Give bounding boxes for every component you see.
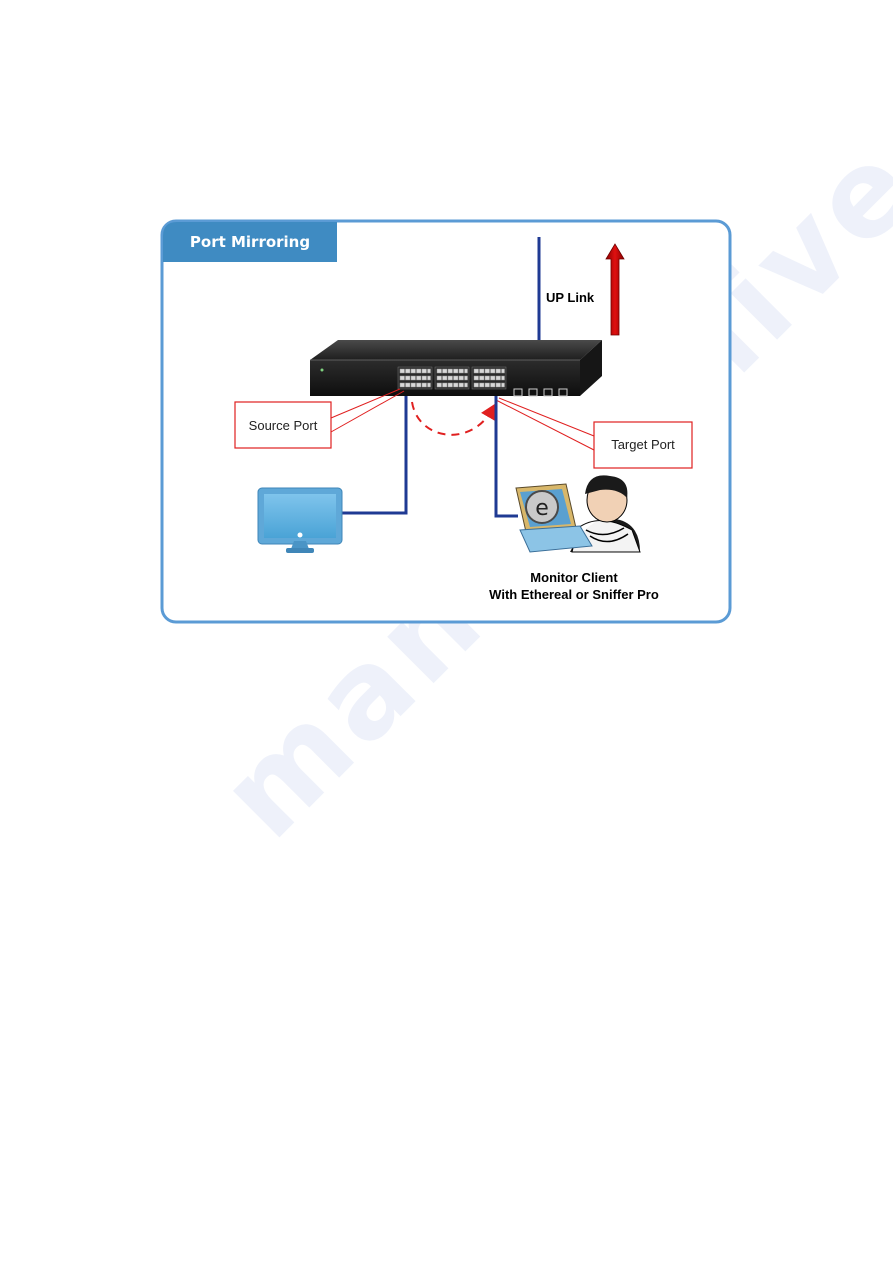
title-tab — [163, 222, 337, 262]
target-port-label: Target Port — [611, 437, 675, 452]
desktop-computer-icon — [257, 487, 343, 553]
target-port-callout: Target Port — [495, 397, 693, 469]
uplink-label: UP Link — [546, 290, 595, 305]
laptop-user-icon: e — [515, 475, 641, 553]
source-cable — [340, 396, 408, 515]
monitor-client-sublabel: With Ethereal or Sniffer Pro — [489, 587, 659, 602]
panel-title: Port Mirroring — [190, 233, 310, 251]
source-port-callout: Source Port — [234, 388, 405, 449]
network-switch-icon — [310, 340, 602, 397]
monitor-client-label: Monitor Client — [530, 570, 618, 585]
up-arrow-icon — [605, 243, 625, 336]
ethereal-logo-icon: e — [535, 496, 549, 521]
source-port-label: Source Port — [249, 418, 318, 433]
target-cable — [494, 396, 518, 518]
